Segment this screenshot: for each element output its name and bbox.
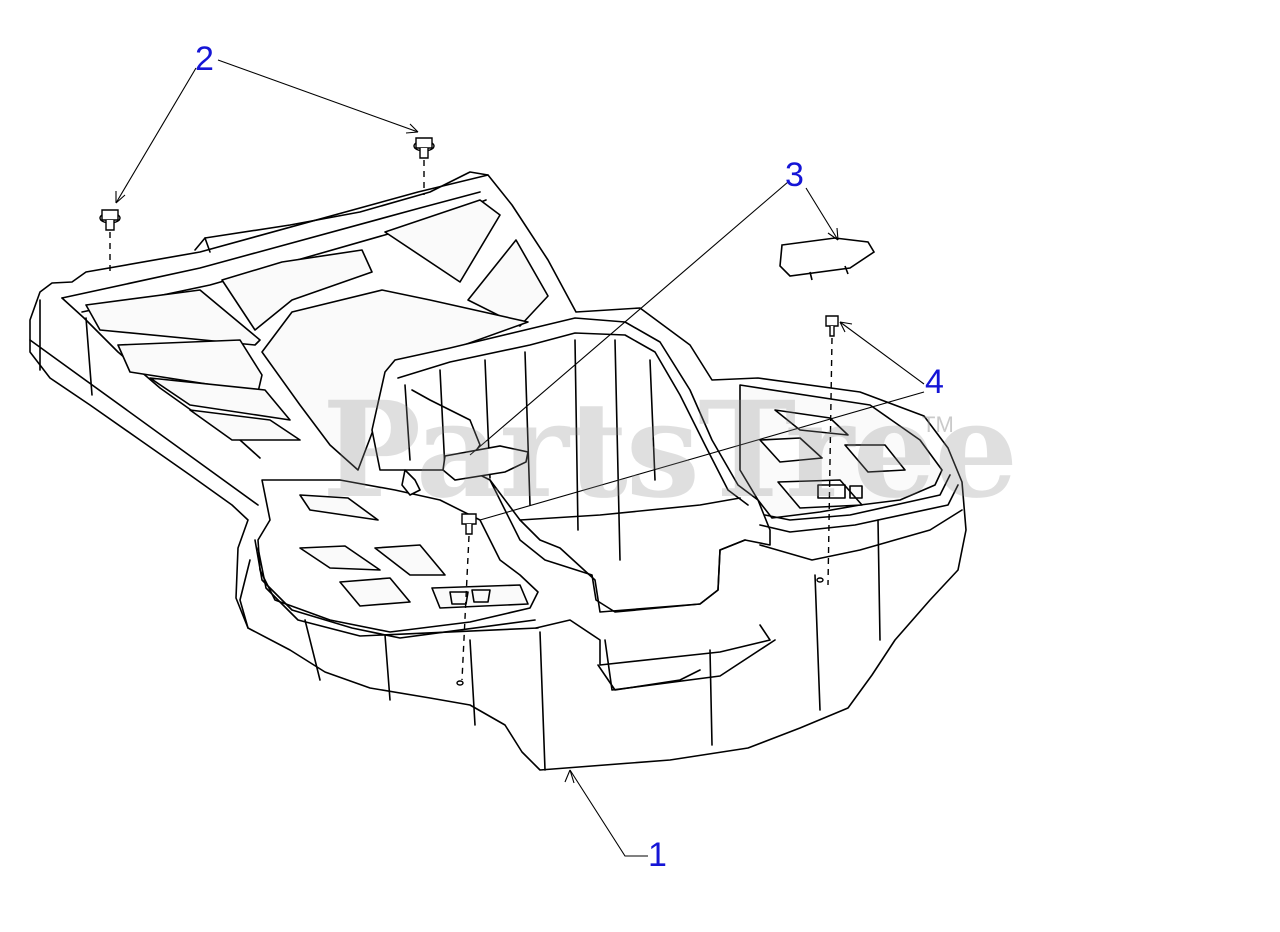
callout-4[interactable]: 4: [925, 363, 944, 401]
leader-line-4a: [839, 321, 925, 385]
plug-cap-icon[interactable]: [442, 445, 529, 481]
callout-3[interactable]: 3: [785, 156, 804, 194]
leader-line-2b: [217, 59, 419, 133]
screw-icon[interactable]: [456, 513, 477, 686]
leader-line-4b: [479, 391, 925, 521]
push-pin-fastener-icon[interactable]: [99, 209, 121, 275]
screw-icon[interactable]: [816, 315, 839, 586]
callout-1[interactable]: 1: [648, 836, 667, 874]
plug-cap-icon[interactable]: [779, 237, 876, 281]
leader-line-3b: [805, 187, 839, 241]
leader-line-2a: [115, 67, 197, 204]
leader-line-3a: [469, 181, 789, 456]
callout-2[interactable]: 2: [195, 40, 214, 78]
watermark-trademark: TM: [922, 412, 954, 437]
push-pin-fastener-icon[interactable]: [413, 137, 435, 195]
leader-line-1: [569, 769, 648, 857]
